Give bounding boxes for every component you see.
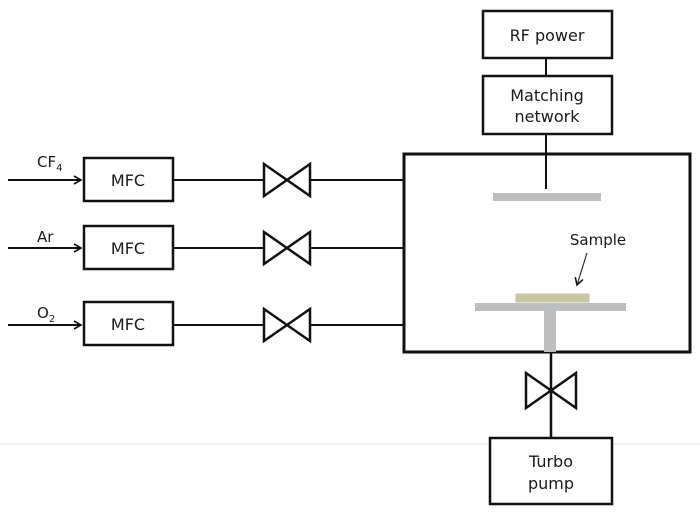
matching-network-label: Matching — [510, 86, 584, 105]
rf-power-label: RF power — [510, 26, 585, 45]
mfc-label: MFC — [111, 171, 145, 190]
mfc-box — [82, 300, 175, 347]
sample-label: Sample — [570, 231, 626, 249]
mfc-label: MFC — [111, 239, 145, 258]
turbo-pump-label: Turbo — [528, 452, 573, 471]
bottom-electrode — [475, 303, 626, 311]
sample — [514, 292, 591, 304]
top-electrode — [493, 193, 601, 201]
gas-line-cf4: CF4 MFC — [8, 153, 404, 203]
gas-line-ar: Ar MFC — [8, 224, 404, 271]
valve-icon — [262, 306, 312, 344]
rf-power-box — [481, 9, 614, 60]
mfc-label: MFC — [111, 315, 145, 334]
mfc-box — [82, 224, 175, 271]
gas-label: O2 — [37, 304, 55, 325]
matching-network-label-2: network — [515, 107, 581, 126]
matching-network-box — [481, 74, 614, 136]
gas-label: Ar — [37, 228, 54, 246]
turbo-pump-box — [488, 436, 614, 506]
gas-label: CF4 — [37, 153, 62, 174]
valve-icon — [262, 229, 312, 267]
turbo-pump-label-2: pump — [528, 474, 574, 493]
valve-icon — [262, 161, 312, 199]
electrode-stem — [544, 311, 556, 352]
valve-icon — [524, 370, 578, 411]
gas-line-o2: O2 MFC — [8, 300, 404, 347]
sample-pointer — [574, 252, 588, 287]
